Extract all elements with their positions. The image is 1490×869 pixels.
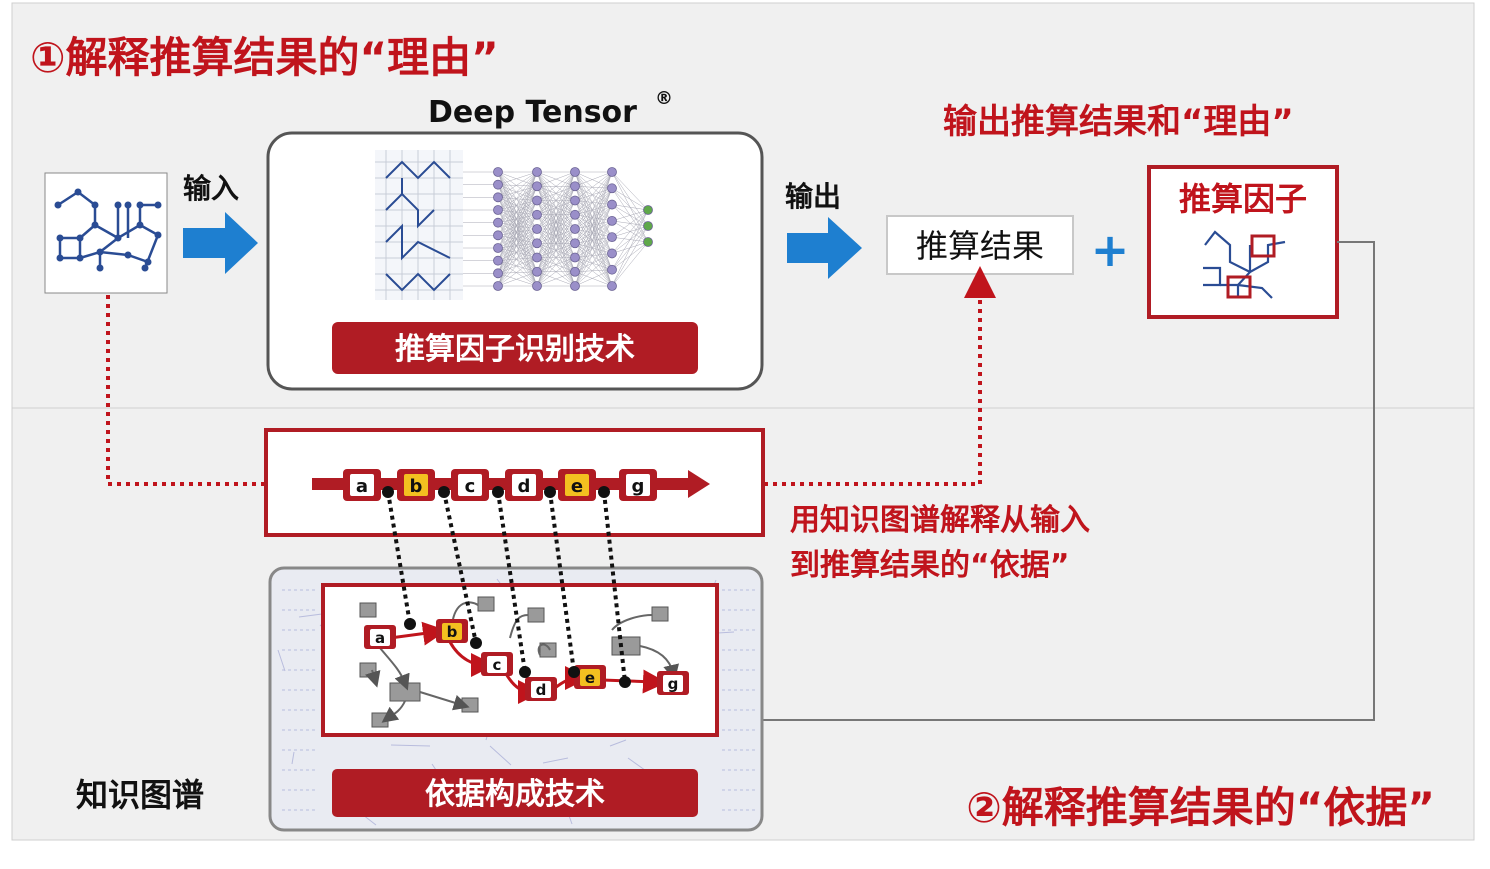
chain-node-inner-b — [404, 474, 428, 496]
link-dot-top-b — [438, 486, 450, 498]
kg-node-label-g: g — [668, 675, 679, 693]
chain-to-result-connector — [710, 266, 996, 486]
link-dot-bottom-c — [519, 666, 531, 678]
chain-node-inner-d — [512, 474, 536, 496]
chain-node-inner-g — [626, 474, 650, 496]
chain-node-label-g: g — [632, 476, 645, 497]
chain-node-inner-e — [565, 474, 589, 496]
kg-node-label-a: a — [375, 629, 385, 647]
kg-note-line2: 到推算结果的“依据” — [790, 548, 1069, 583]
factor-to-kg-connector — [704, 241, 1375, 728]
input-graph — [44, 172, 168, 294]
chain-node-label-b: b — [410, 476, 423, 497]
input-label: 输入 — [183, 172, 239, 205]
input-arrow-icon — [183, 212, 258, 274]
kg-node-inner-g — [663, 675, 683, 692]
chain-node-inner-a — [350, 474, 374, 496]
link-dot-bottom-a — [404, 618, 416, 630]
output-heading: 输出推算结果和“理由” — [943, 102, 1294, 142]
result-text: 推算结果 — [916, 227, 1044, 265]
chain-to-kg-links — [386, 491, 627, 683]
section2-title: ②解释推算结果的“依据” — [966, 783, 1435, 832]
output-label: 输出 — [785, 180, 841, 213]
estimation-factor-title: 推算因子 — [1179, 180, 1307, 218]
link-endpoints — [382, 486, 631, 688]
kg-node-inner-d — [531, 681, 551, 698]
chain-node-label-e: e — [571, 476, 583, 497]
kg-node-label-e: e — [585, 669, 595, 687]
factor-graph-icon — [1203, 230, 1286, 299]
kg-node-label-d: d — [536, 681, 547, 699]
kg-node-inner-c — [487, 656, 507, 673]
section1-title: ①解释推算结果的“理由” — [30, 33, 499, 82]
evidence-tech-label: 依据构成技术 — [425, 777, 605, 812]
deep-tensor-title: Deep Tensor — [428, 95, 637, 130]
link-line-a — [386, 491, 412, 625]
link-dot-bottom-e — [619, 676, 631, 688]
registered-mark: ® — [655, 88, 673, 109]
kg-node-inner-b — [442, 623, 462, 640]
chain-arrowhead-icon — [688, 470, 710, 498]
chain-node-label-d: d — [518, 476, 531, 497]
chain-node-label-c: c — [465, 476, 476, 497]
kg-node-label-b: b — [447, 623, 458, 641]
input-to-chain-connector — [106, 295, 321, 500]
output-arrow-icon — [787, 217, 862, 279]
plus-icon: + — [1091, 223, 1130, 277]
estimation-factor-tech-pill — [332, 322, 698, 374]
kg-note-line1: 用知识图谱解释从输入 — [790, 503, 1090, 538]
link-dot-top-d — [544, 486, 556, 498]
knowledge-graph-label: 知识图谱 — [76, 776, 204, 814]
link-dot-bottom-d — [568, 666, 580, 678]
link-line-b — [442, 491, 478, 644]
link-dot-top-a — [382, 486, 394, 498]
chain-node-inner-c — [458, 474, 482, 496]
link-line-c — [496, 491, 527, 673]
link-dot-top-c — [492, 486, 504, 498]
kg-node-inner-a — [370, 629, 390, 646]
kg-node-inner-e — [580, 669, 600, 686]
neural-network-icon — [463, 167, 653, 291]
link-dot-top-e — [598, 486, 610, 498]
estimation-factor-tech-label: 推算因子识别技术 — [395, 332, 635, 367]
evidence-tech-pill — [332, 769, 698, 817]
estimation-factor-box — [1147, 165, 1339, 319]
tensor-grid-icon — [375, 150, 463, 300]
chain-node-label-a: a — [356, 476, 368, 497]
link-dot-bottom-b — [470, 637, 482, 649]
link-line-d — [548, 491, 576, 673]
kg-node-label-c: c — [493, 656, 502, 674]
